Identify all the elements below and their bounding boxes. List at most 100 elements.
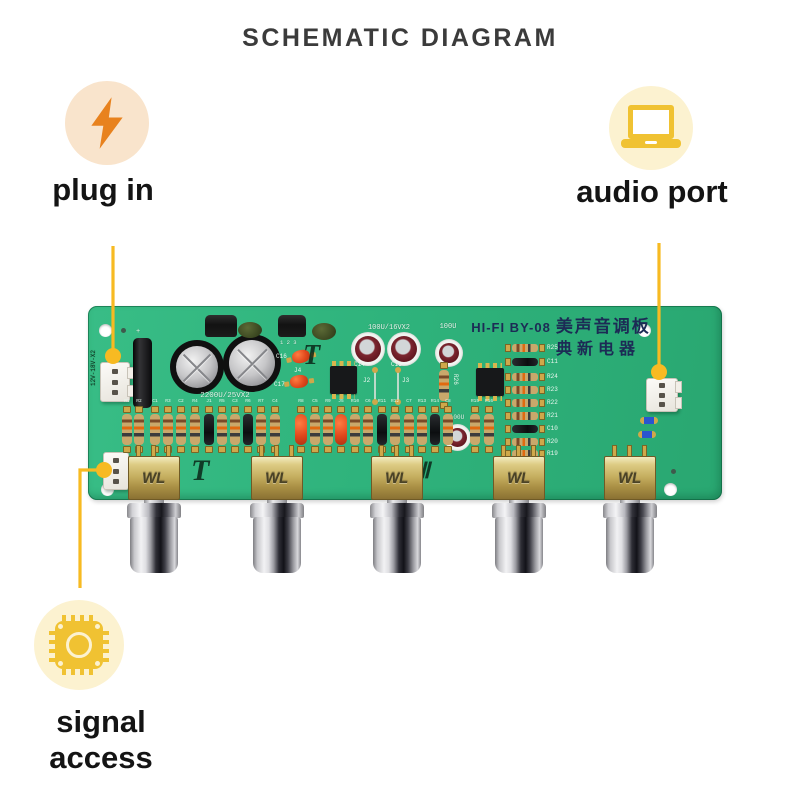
circuit-board: HI-FI BY-08 美声音调板 典新电器 12V-18V-X2 + 2200… (88, 306, 722, 573)
filter-capacitor (133, 338, 152, 408)
jumper-wire (395, 367, 401, 405)
ic-chip (476, 363, 504, 401)
watermark: Ⅱ (419, 458, 430, 483)
ref-label: C17 (274, 381, 285, 388)
potentiometer: WL (603, 445, 657, 573)
solder-pip (121, 328, 126, 333)
resistor: R15 (470, 399, 480, 454)
board-silk-title: HI-FI BY-08 美声音调板 (456, 312, 666, 337)
knob (250, 503, 304, 518)
led (640, 417, 658, 424)
ref-label: C16 (276, 353, 287, 360)
knob (253, 517, 301, 573)
signal-connector (103, 452, 129, 490)
resistor: R21 (505, 412, 585, 421)
resistor: R4 (190, 399, 200, 454)
chip-icon (49, 615, 109, 675)
resistor: R9 (323, 399, 333, 454)
capacitor: R14 (430, 399, 440, 454)
solder-pip (671, 469, 676, 474)
big-cap-value: 2200U/25VX2 (200, 392, 250, 400)
resistor: R25 (505, 344, 585, 353)
watermark: T (303, 340, 321, 371)
knob (127, 503, 181, 518)
resistor: R10 (350, 399, 360, 454)
jumper-wire (372, 367, 378, 405)
electrolytic-capacitor (435, 339, 463, 367)
signal-access-label: signal access (49, 704, 153, 775)
diode (312, 323, 336, 340)
electrolytic-capacitor (387, 332, 421, 366)
audio-connector (646, 378, 682, 412)
led (638, 431, 656, 438)
potentiometer: WL (127, 445, 181, 573)
capacitor: J5 (335, 399, 347, 454)
audio-port-label: audio port (576, 174, 728, 209)
capacitor: C10 (505, 425, 585, 434)
power-connector (100, 362, 134, 402)
resistor (439, 362, 449, 410)
resistor: R24 (505, 373, 585, 382)
resistor: R20 (505, 438, 585, 447)
pin-numbers: 1 2 3 (280, 339, 297, 346)
potentiometer: WL (250, 445, 304, 573)
transistor (205, 315, 237, 337)
board-maker: 典新电器 (555, 341, 640, 358)
plug-in-badge (65, 81, 149, 165)
cap-value: 100U (449, 414, 465, 421)
lightning-bolt-icon (91, 97, 123, 149)
resistor: R13 (417, 399, 427, 454)
potentiometer: WL (492, 445, 546, 573)
resistor: R23 (505, 386, 585, 395)
page-title: SCHEMATIC DIAGRAM (242, 24, 558, 52)
audio-port-badge (609, 86, 693, 170)
mounting-hole (99, 324, 112, 337)
electrolytic-capacitor (170, 340, 224, 394)
resistor: C2 (176, 399, 186, 454)
watermark: T (191, 454, 210, 487)
board-name: 美声音调板 (555, 317, 651, 336)
knob (370, 503, 424, 518)
potentiometer: WL (370, 445, 424, 573)
ref-label: R26 (452, 374, 459, 385)
pot-brand: WL (140, 469, 168, 487)
ref-label: C14 (354, 361, 365, 368)
capacitor: R6 (243, 399, 253, 454)
pot-brand: WL (383, 469, 411, 487)
resistor: R5 (217, 399, 227, 454)
resistor: C6 (363, 399, 373, 454)
board-brand: HI-FI BY-08 (471, 320, 551, 335)
resistor: C5 (310, 399, 320, 454)
signal-access-badge (34, 600, 124, 690)
pot-brand: WL (263, 469, 291, 487)
mounting-hole (638, 324, 651, 337)
laptop-icon (621, 105, 681, 151)
pot-cover: WL (128, 456, 180, 500)
knob (495, 517, 543, 573)
cap-value: 100U (439, 323, 457, 331)
resistor: R1 (122, 399, 132, 454)
resistor: C8 (443, 399, 453, 454)
ref-label: J3 (402, 377, 410, 384)
tantalum-capacitor (289, 373, 309, 390)
ref-label: C13 (391, 361, 402, 368)
ic-chip (330, 361, 357, 399)
pot-brand: WL (616, 469, 644, 487)
capacitor: J1 (204, 399, 214, 454)
knob (606, 517, 654, 573)
diode (238, 322, 262, 338)
ref-label: J4 (294, 367, 302, 374)
knob (130, 517, 178, 573)
capacitor: C11 (505, 358, 585, 367)
knob (492, 503, 546, 518)
plus-mark: + (136, 328, 141, 336)
mounting-hole (664, 483, 677, 496)
capacitor: R8 (295, 399, 307, 454)
resistor: R22 (505, 399, 585, 408)
resistor: R16 (484, 399, 494, 454)
electrolytic-capacitor (223, 334, 281, 392)
ref-label: J2 (363, 377, 371, 384)
knob (603, 503, 657, 518)
